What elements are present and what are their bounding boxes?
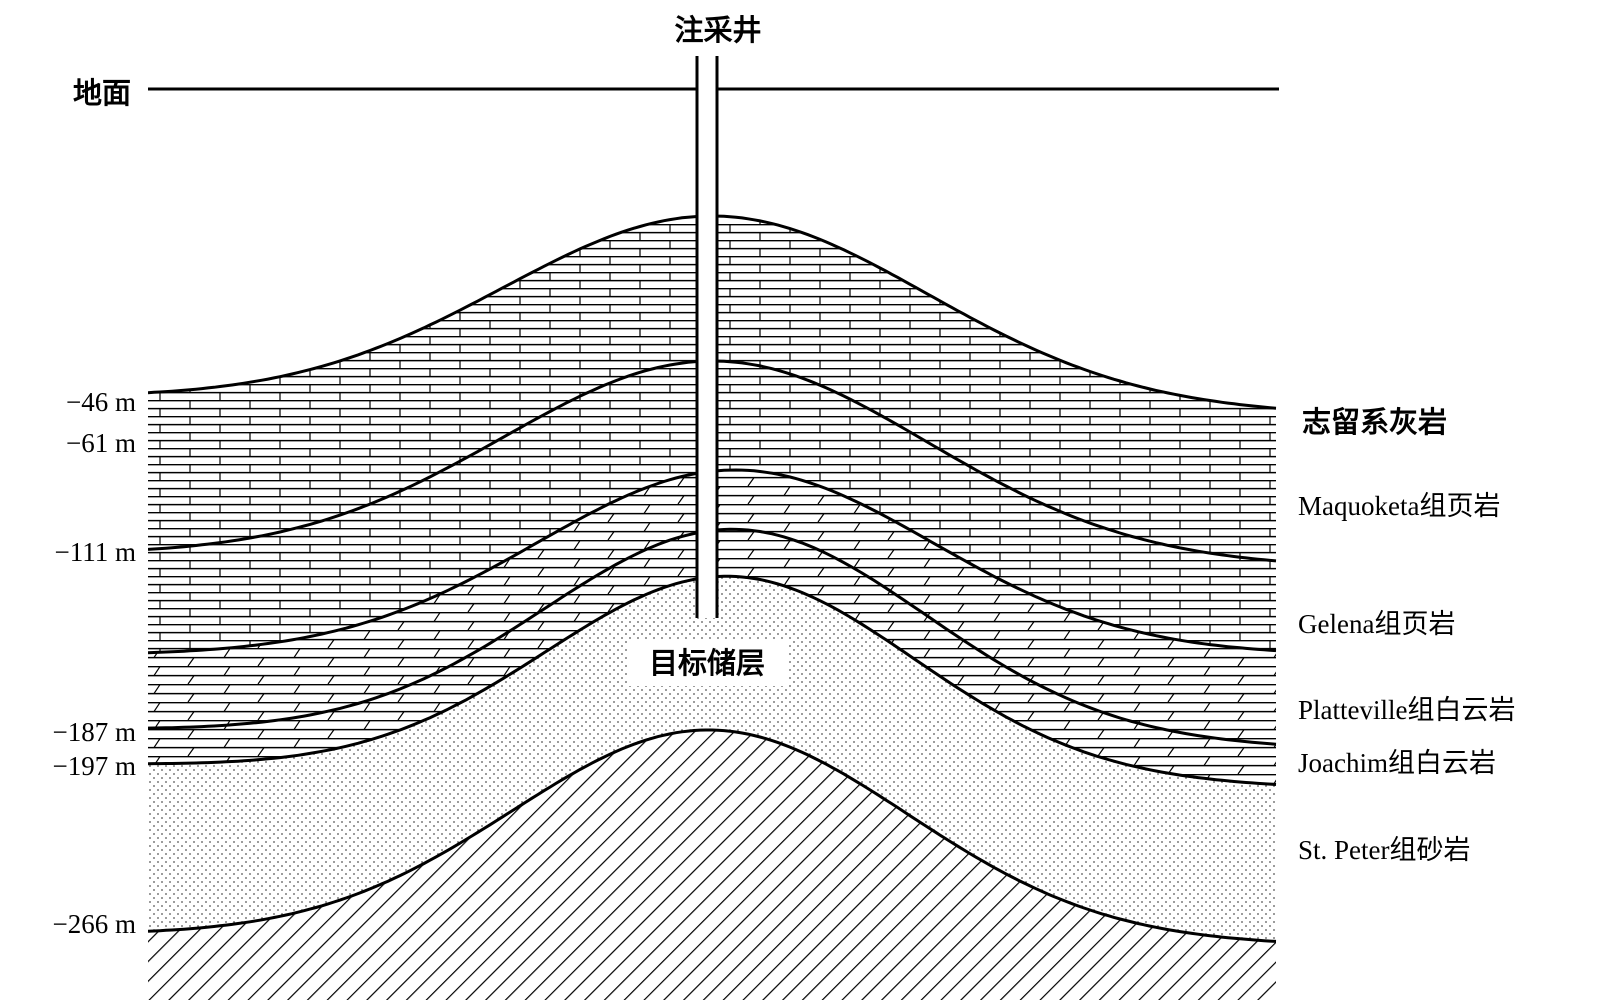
depth-label-187: −187 m — [53, 717, 136, 747]
formation-label-silurian: 志留系灰岩 — [1302, 405, 1447, 439]
depth-label-197: −197 m — [53, 751, 136, 781]
well-label: 注采井 — [674, 13, 761, 47]
formation-labels: 志留系灰岩 Maquoketa组页岩 Gelena组页岩 Platteville… — [1298, 405, 1515, 865]
formation-label-galena: Gelena组页岩 — [1298, 609, 1455, 639]
ground-label: 地面 — [73, 76, 131, 110]
depth-label-266: −266 m — [53, 909, 136, 939]
formation-label-stpeter: St. Peter组砂岩 — [1298, 835, 1471, 865]
formation-label-joachim: Joachim组白云岩 — [1298, 748, 1496, 778]
depth-labels: −46 m −61 m −111 m −187 m −197 m −266 m — [53, 387, 136, 939]
silurian-limestone-layer — [148, 216, 1276, 561]
maquoketa-shale-layer — [148, 361, 1276, 653]
target-reservoir-label: 目标储层 — [649, 646, 765, 680]
injection-production-well — [695, 56, 719, 618]
depth-label-46: −46 m — [66, 387, 136, 417]
depth-label-61: −61 m — [66, 428, 136, 458]
well-bore-fill — [697, 56, 717, 618]
formation-label-platteville: Platteville组白云岩 — [1298, 695, 1515, 725]
boundary-st-peter-base — [148, 728, 1277, 943]
formation-label-maquoketa: Maquoketa组页岩 — [1298, 491, 1500, 521]
depth-label-111: −111 m — [55, 537, 136, 567]
st-peter-sandstone-layer — [148, 576, 1276, 942]
reservoir-label-backdrop — [627, 640, 787, 686]
basement-hatched-layer — [148, 730, 1276, 1000]
